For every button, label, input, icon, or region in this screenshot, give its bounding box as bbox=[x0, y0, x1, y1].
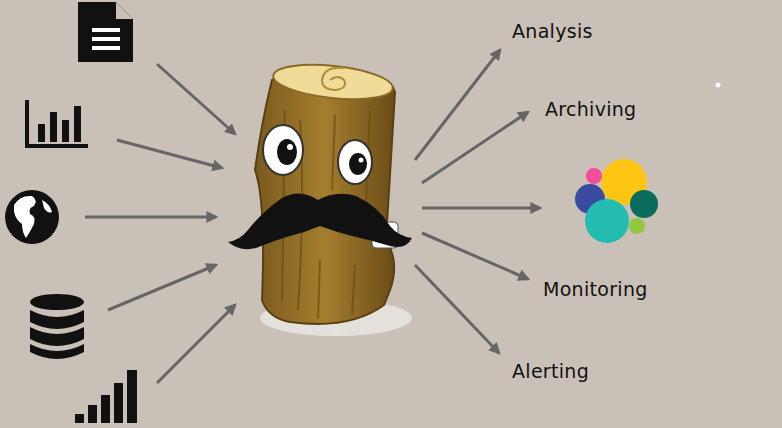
signal-icon bbox=[75, 370, 137, 423]
bar-chart-icon bbox=[25, 100, 88, 148]
output-label: Monitoring bbox=[543, 279, 648, 300]
document-icon bbox=[78, 2, 133, 62]
log-mascot bbox=[228, 60, 412, 336]
output-label: Alerting bbox=[512, 361, 589, 382]
dot bbox=[716, 83, 721, 88]
elastic-logo bbox=[575, 159, 658, 243]
output-label: Analysis bbox=[512, 21, 593, 42]
output-label: Archiving bbox=[545, 99, 636, 120]
database-icon bbox=[30, 294, 84, 359]
globe-icon bbox=[5, 190, 59, 244]
flow-arrows bbox=[85, 50, 540, 383]
